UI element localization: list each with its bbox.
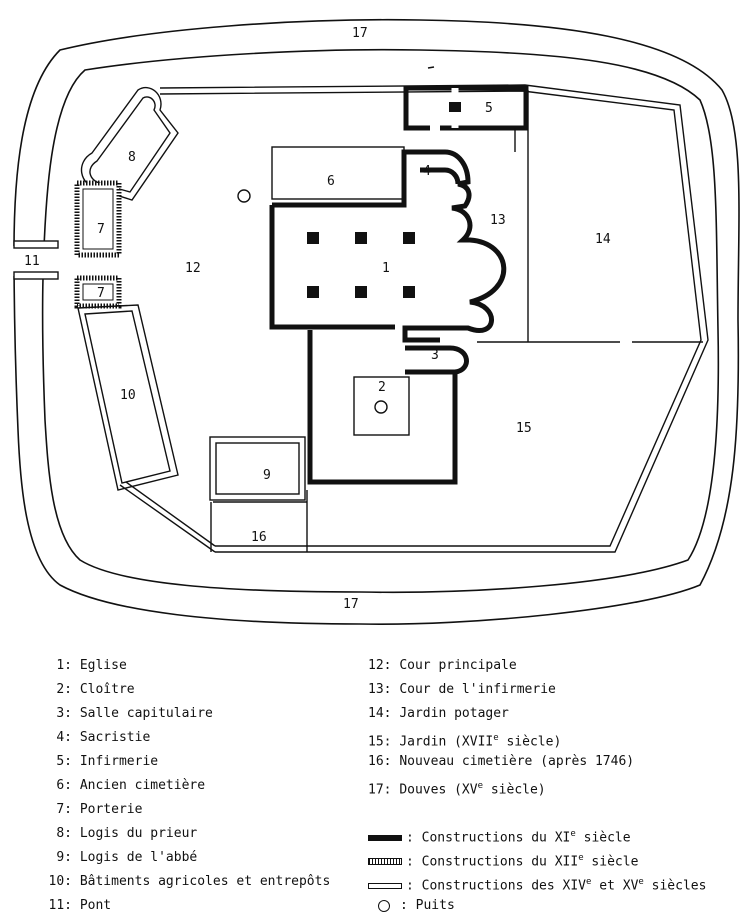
well-icon	[237, 189, 251, 203]
label-17-top: 17	[352, 26, 368, 41]
building-3-salle-capitulaire	[405, 345, 469, 375]
legend-item: 15: Jardin (XVIIe siècle)	[368, 733, 562, 750]
legend-item: 3: Salle capitulaire	[56, 706, 213, 721]
well-icon	[374, 400, 388, 414]
legend-item: 12: Cour principale	[368, 658, 517, 673]
label-13: 13	[490, 213, 506, 228]
label-7-lower: 7	[97, 286, 105, 301]
legend-item: 17: Douves (XVe siècle)	[368, 781, 546, 798]
legend-item: 4: Sacristie	[56, 730, 151, 745]
label-9: 9	[263, 468, 271, 483]
thick-wall-symbol-icon	[368, 834, 402, 841]
legend-item: 16: Nouveau cimetière (après 1746)	[368, 754, 635, 769]
building-10-agricoles	[77, 304, 179, 491]
legend-item: 6: Ancien cimetière	[56, 778, 206, 793]
legend-item: 9: Logis de l'abbé	[56, 850, 198, 865]
legend-item: 7: Porterie	[56, 802, 143, 817]
building-7-porterie-upper	[74, 180, 122, 258]
key-xii: : Constructions du XIIe siècle	[368, 846, 706, 870]
building-7-porterie-lower	[74, 275, 122, 309]
well-symbol-icon	[378, 899, 390, 912]
building-9-logis-abbe	[209, 436, 306, 501]
legend-item: 11: Pont	[48, 898, 112, 913]
hatched-wall-symbol-icon	[368, 858, 402, 866]
building-6-cimetiere	[271, 146, 405, 200]
legend-left: 1: Eglise 2: Cloître 3: Salle capitulair…	[42, 654, 331, 918]
legend-item: 14: Jardin potager	[368, 706, 509, 721]
building-5-infirmerie	[403, 85, 529, 132]
moat-inner-line	[41, 48, 720, 594]
abbey-plan: 17 5 8 4 6 13 7 14 11 12 1 7 3 2 10 15 9…	[13, 18, 740, 625]
bridge	[13, 240, 59, 280]
building-1-eglise	[269, 149, 507, 343]
label-10: 10	[120, 388, 136, 403]
label-3: 3	[431, 348, 439, 363]
legend-spacer	[368, 798, 706, 822]
label-15: 15	[516, 421, 532, 436]
church-pillars	[307, 232, 415, 298]
key-xiv: : Constructions des XIVe et XVe siècles	[368, 870, 706, 894]
key-well: : Puits	[368, 894, 706, 918]
label-16: 16	[251, 530, 267, 545]
legend-item: 5: Infirmerie	[56, 754, 159, 769]
label-4: 4	[423, 164, 431, 179]
legend-right: 12: Cour principale 13: Cour de l'infirm…	[368, 654, 706, 918]
key-xi: : Constructions du XIe siècle	[368, 822, 706, 846]
garden-partitions	[210, 90, 703, 552]
legend-item: 13: Cour de l'infirmerie	[368, 682, 556, 697]
label-2: 2	[378, 380, 386, 395]
legend-item: 10: Bâtiments agricoles et entrepôts	[48, 874, 331, 889]
label-7-upper: 7	[97, 222, 105, 237]
label-14: 14	[595, 232, 611, 247]
double-line-wall-symbol-icon	[368, 882, 402, 889]
label-17-bottom: 17	[343, 597, 359, 612]
label-1: 1	[382, 261, 390, 276]
moat-outer-line	[13, 18, 740, 625]
label-8: 8	[128, 150, 136, 165]
label-5: 5	[485, 101, 493, 116]
label-6: 6	[327, 174, 335, 189]
legend-item: 8: Logis du prieur	[56, 826, 198, 841]
legend-item: 2: Cloître	[56, 682, 135, 697]
label-11: 11	[24, 254, 40, 269]
label-12: 12	[185, 261, 201, 276]
legend-item: 1: Eglise	[56, 658, 127, 673]
